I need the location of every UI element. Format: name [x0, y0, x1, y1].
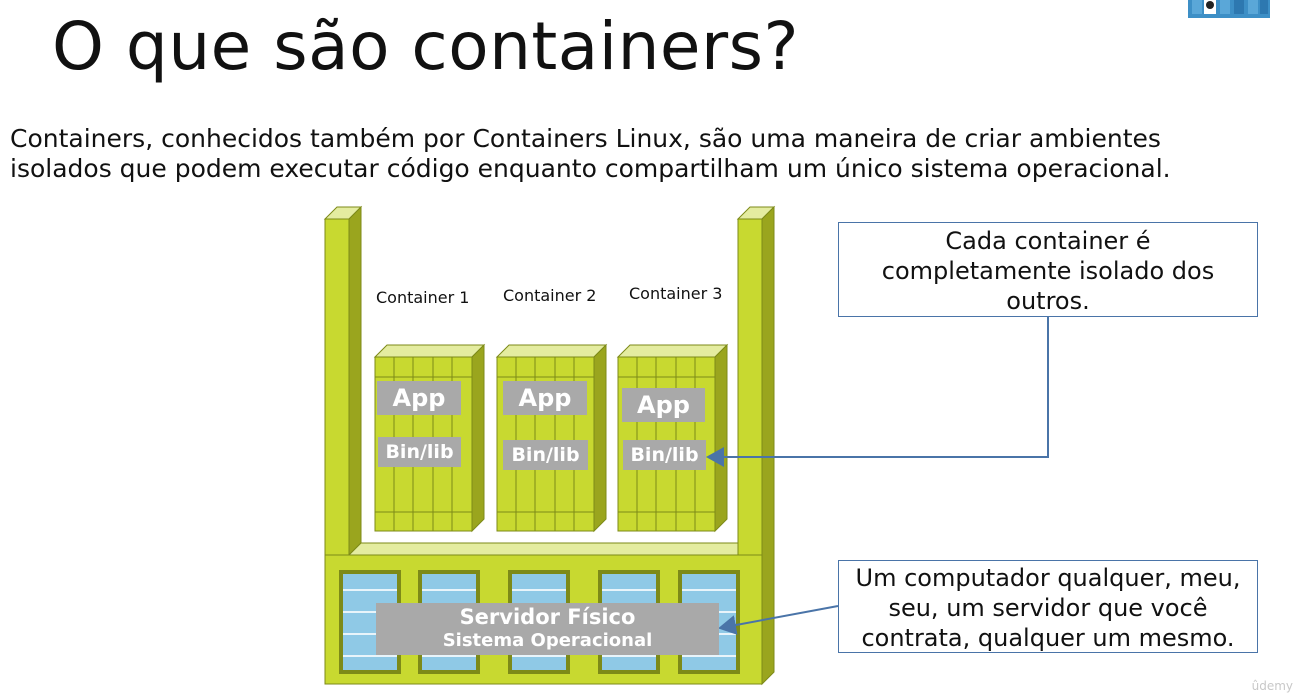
page-title: O que são containers? [52, 8, 800, 85]
container-2-app: App [503, 381, 587, 415]
udemy-watermark: ûdemy [1251, 679, 1293, 693]
container-2-binlib: Bin/lib [503, 440, 588, 470]
arrow-isolation [706, 317, 1049, 467]
os-label: Sistema Operacional [442, 630, 653, 651]
intro-line-1: Containers, conhecidos também por Contai… [10, 124, 1161, 153]
callout-line: contrata, qualquer um mesmo. [861, 624, 1235, 652]
container-3-binlib: Bin/lib [623, 440, 706, 470]
container-3-app: App [622, 388, 705, 422]
container-2-box [495, 343, 608, 533]
container-3-box [616, 343, 729, 533]
isolation-callout: Cada container é completamente isolado d… [838, 222, 1258, 317]
callout-line: seu, um servidor que você [888, 594, 1208, 622]
container-2-label: Container 2 [503, 286, 597, 305]
container-1-app: App [377, 381, 461, 415]
container-3-label: Container 3 [629, 284, 723, 303]
server-os-label: Servidor Físico Sistema Operacional [376, 603, 719, 655]
docker-logo-icon [1188, 0, 1270, 18]
arrow-server [718, 605, 839, 635]
intro-text: Containers, conhecidos também por Contai… [10, 124, 1270, 184]
container-1-binlib: Bin/lib [378, 437, 461, 467]
intro-line-2: isolados que podem executar código enqua… [10, 154, 1171, 183]
callout-line: outros. [1006, 287, 1090, 315]
server-label: Servidor Físico [459, 605, 636, 629]
callout-line: Um computador qualquer, meu, [855, 564, 1241, 592]
server-callout: Um computador qualquer, meu, seu, um ser… [838, 560, 1258, 653]
callout-line: Cada container é [945, 227, 1151, 255]
container-1-label: Container 1 [376, 288, 470, 307]
callout-line: completamente isolado dos [881, 257, 1215, 285]
